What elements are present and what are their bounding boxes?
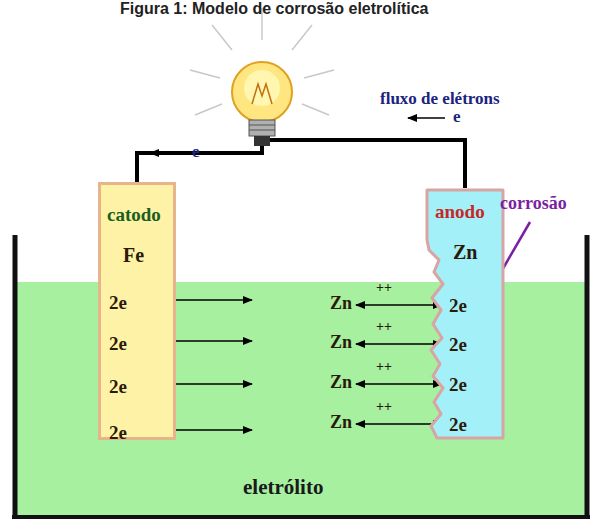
ion-charge: ++ bbox=[376, 320, 392, 334]
electron-arrows bbox=[150, 118, 445, 430]
electron-charge: 2e bbox=[449, 375, 467, 394]
electron-symbol: e bbox=[453, 108, 461, 125]
electrode-name: anodo bbox=[435, 202, 485, 221]
tank-bottom bbox=[12, 515, 590, 519]
electrode: anodoZn 2e 2e 2e 2e bbox=[425, 188, 505, 440]
electron-charge: 2e bbox=[449, 335, 467, 354]
electron-charge: 2e bbox=[109, 293, 127, 312]
electron-charge: 2e bbox=[449, 296, 467, 315]
electron-charge: 2e bbox=[449, 415, 467, 434]
ion-symbol: Zn bbox=[328, 373, 354, 391]
circuit-wire bbox=[137, 140, 465, 188]
lamp bbox=[232, 62, 292, 146]
flow-label: fluxo de elétrons bbox=[380, 90, 500, 107]
electron-charge: 2e bbox=[109, 423, 127, 442]
ion-charge: ++ bbox=[376, 400, 392, 414]
ion-symbol: Zn bbox=[328, 294, 354, 312]
electron-symbol: e bbox=[192, 143, 200, 160]
electron-charge: 2e bbox=[109, 377, 127, 396]
electrolyte-label: eletrólito bbox=[243, 477, 323, 498]
ion-symbol: Zn bbox=[328, 413, 354, 431]
electrode-name: catodo bbox=[107, 205, 161, 224]
electron-charge: 2e bbox=[109, 334, 127, 353]
ion-charge: ++ bbox=[376, 281, 392, 295]
corrosion-label: corrosão bbox=[500, 194, 567, 212]
tank-wall bbox=[585, 235, 590, 519]
tank-wall bbox=[13, 235, 18, 519]
figure-title: Figura 1: Modelo de corrosão eletrolític… bbox=[120, 1, 429, 17]
ion-symbol: Zn bbox=[328, 333, 354, 351]
element-symbol: Zn bbox=[453, 242, 477, 262]
element-symbol: Fe bbox=[123, 245, 144, 265]
ion-charge: ++ bbox=[376, 360, 392, 374]
electrode: catodoFe 2e 2e 2e 2e bbox=[98, 182, 176, 440]
